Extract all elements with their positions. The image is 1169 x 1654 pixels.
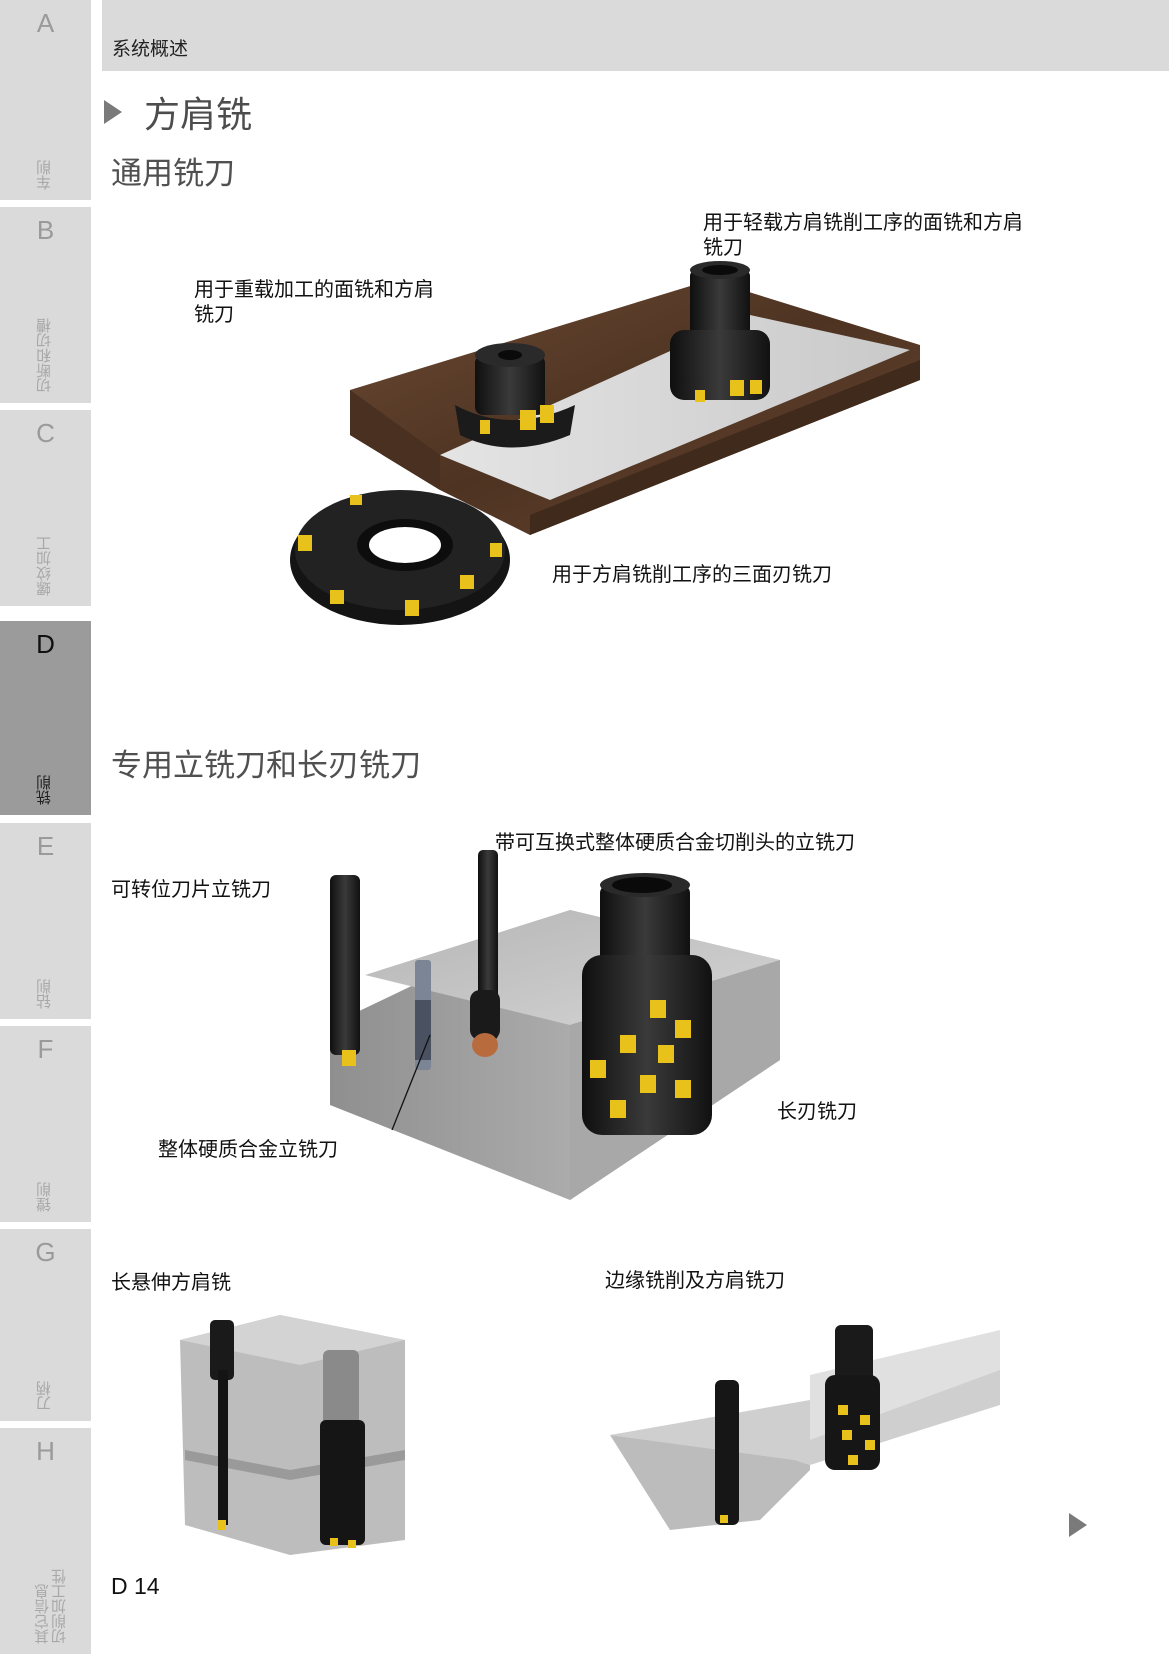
tab-label: 车削: [35, 160, 53, 190]
tab-letter: E: [36, 831, 55, 861]
tab-letter: F: [37, 1034, 54, 1064]
sidebar-tab-a[interactable]: A 车削: [0, 0, 91, 200]
long-overhang-illustration: [180, 1315, 405, 1555]
tab-label-line1: 切削加工性: [50, 1569, 68, 1644]
label-edging-mill: 边缘铣削及方肩铣刀: [605, 1268, 785, 1292]
side-face-mill: [290, 490, 510, 625]
tab-letter: C: [36, 418, 55, 448]
tab-label: 铣削: [35, 775, 53, 805]
general-milling-illustration: [290, 261, 920, 625]
label-long-overhang: 长悬伸方肩铣: [111, 1270, 231, 1294]
long-edge-cutter: [582, 873, 712, 1135]
label-line: 用于轻载方肩铣削工序的面铣和方肩: [703, 210, 1023, 234]
tab-label: 刀柄: [35, 1381, 53, 1411]
face-mill-tall: [670, 261, 770, 402]
machined-surface: [440, 315, 910, 500]
label-long-edge-cutter: 长刃铣刀: [777, 1099, 857, 1123]
sidebar-tab-e[interactable]: E 钻削: [0, 823, 91, 1019]
long-overhang-tool-thick: [320, 1350, 365, 1548]
label-line: 铣刀: [194, 302, 234, 326]
tab-letter: B: [36, 215, 55, 245]
sidebar-tab-b[interactable]: B 切断和切槽: [0, 207, 91, 403]
sidebar-tab-g[interactable]: G 刀柄: [0, 1229, 91, 1421]
breadcrumb: 系统概述: [112, 38, 189, 60]
label-line: 用于重载加工的面铣和方肩: [194, 277, 434, 301]
sidebar-tab-d[interactable]: D 铣削: [0, 621, 91, 815]
label-indexable-endmill: 可转位刀片立铣刀: [111, 877, 271, 901]
tab-label-line2: 其它信息: [33, 1584, 51, 1644]
edging-illustration: [610, 1325, 1000, 1530]
indexable-endmill: [330, 875, 360, 1066]
edging-endmill: [715, 1380, 739, 1525]
page-title-row: 方肩铣: [104, 86, 252, 138]
next-page-triangle-icon[interactable]: [1069, 1513, 1087, 1537]
special-endmill-illustration: [330, 850, 780, 1200]
tab-letter: G: [35, 1237, 56, 1267]
face-mill-small: [455, 343, 575, 448]
section-heading-special: 专用立铣刀和长刃铣刀: [111, 748, 421, 784]
long-overhang-tool-thin: [210, 1320, 234, 1530]
label-solid-carbide-endmill: 整体硬质合金立铣刀: [158, 1137, 338, 1161]
triangle-right-icon: [104, 100, 122, 124]
label-light-duty-mill: 用于轻载方肩铣削工序的面铣和方肩 铣刀: [703, 210, 1023, 260]
sidebar-tab-f[interactable]: F 镗削: [0, 1026, 91, 1222]
tab-letter: H: [36, 1436, 55, 1466]
page-number: D 14: [111, 1573, 160, 1599]
header-band: 系统概述: [102, 0, 1169, 71]
label-line: 铣刀: [703, 235, 743, 259]
sidebar-tab-h[interactable]: H 其它信息 切削加工性: [0, 1428, 91, 1654]
tab-label: 螺纹加工: [35, 536, 53, 596]
tab-letter: D: [36, 629, 55, 659]
tab-label: 切断和切槽: [35, 318, 53, 393]
tab-letter: A: [36, 8, 55, 38]
label-side-face-mill: 用于方肩铣削工序的三面刃铣刀: [552, 562, 832, 586]
exchangeable-head-endmill: [470, 850, 500, 1057]
label-exchangeable-head-endmill: 带可互换式整体硬质合金切削头的立铣刀: [495, 830, 855, 854]
tab-label: 镗削: [35, 1182, 53, 1212]
edging-long-edge-cutter: [825, 1325, 880, 1470]
page-title: 方肩铣: [144, 95, 253, 136]
sidebar-tab-c[interactable]: C 螺纹加工: [0, 410, 91, 606]
tab-label: 其它信息 切削加工性: [33, 1569, 68, 1644]
section-heading-general: 通用铣刀: [111, 156, 235, 192]
label-heavy-duty-mill: 用于重载加工的面铣和方肩 铣刀: [194, 277, 434, 327]
leader-line: [391, 1034, 431, 1131]
tab-label: 钻削: [35, 979, 53, 1009]
